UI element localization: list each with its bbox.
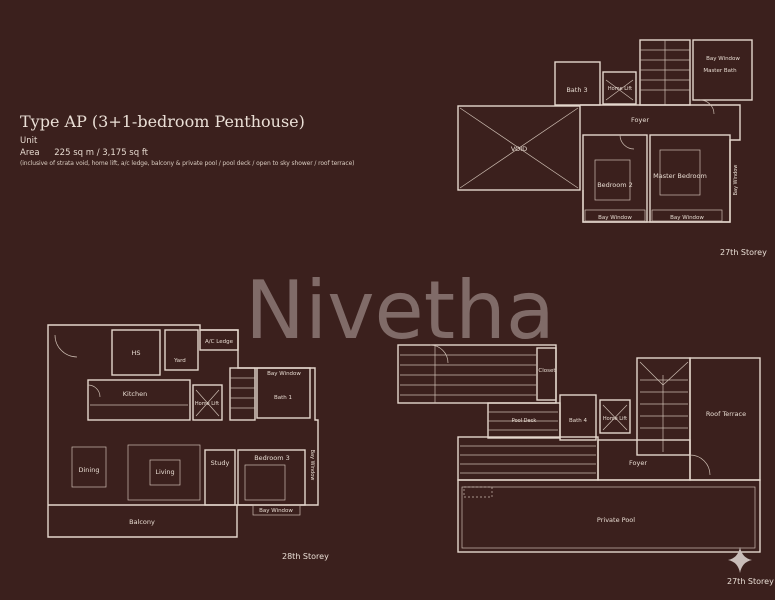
bath-1 [256, 367, 311, 419]
bedroom-2-label: Bedroom 2 [597, 181, 633, 189]
roof-terrace [689, 357, 761, 481]
study-label: Study [211, 459, 230, 467]
roof-terrace-label: Roof Terrace [706, 410, 746, 418]
master-bath-label: Master Bath [703, 68, 737, 74]
bath-1-label: Bath 1 [274, 395, 292, 401]
bedroom-3-label: Bedroom 3 [254, 454, 290, 462]
storey-label: 27th Storey [720, 248, 767, 257]
living-furniture [127, 444, 201, 501]
bay-window-label: Bay Window [733, 165, 739, 196]
bay-window-label: Bay Window [706, 56, 740, 62]
home-lift-label: Home Lift [195, 401, 219, 407]
plan-27th-lower: Closet Pool Deck Bath 4 Home Lift Foyer … [397, 344, 774, 586]
master-bath [692, 39, 753, 101]
hs-label: HS [131, 349, 140, 357]
bath-4-label: Bath 4 [569, 418, 588, 424]
stairs-28 [229, 367, 256, 421]
area-row: Area 225 sq m / 3,175 sq ft [20, 148, 148, 158]
home-lift-27l [599, 399, 631, 434]
lower-deck [457, 436, 599, 481]
inclusion-note: (inclusive of strata void, home lift, a/… [20, 160, 355, 167]
master-bedroom [649, 134, 731, 223]
watermark: Nivetha [245, 264, 555, 357]
kitchen [87, 379, 191, 421]
bay-window-label: Bay Window [267, 371, 301, 377]
compass-star-icon [728, 547, 752, 573]
home-lift-label: Home Lift [603, 416, 627, 422]
study [204, 449, 236, 506]
area-value: 225 sq m / 3,175 sq ft [54, 148, 149, 158]
unit-label: Unit [20, 136, 38, 146]
yard [164, 329, 199, 371]
ac-ledge-label: A/C Ledge [205, 339, 234, 345]
foyer-label: Foyer [631, 116, 649, 124]
private-pool-label: Private Pool [597, 516, 635, 524]
bay-window-label: Bay Window [309, 450, 315, 481]
void-label: VOID [511, 145, 527, 153]
yard-label: Yard [173, 358, 186, 364]
pool-deck-label: Pool Deck [512, 418, 537, 424]
private-pool [461, 486, 756, 549]
bay-window-label: Bay Window [598, 215, 632, 221]
ac-ledge [199, 329, 239, 351]
closet-label: Closet [538, 368, 556, 374]
bath-3 [554, 61, 601, 106]
bath-3-label: Bath 3 [566, 86, 587, 94]
dining-table [71, 446, 107, 488]
bedroom-2 [582, 134, 648, 223]
area-label: Area [20, 148, 40, 158]
master-bedroom-label: Master Bedroom [653, 172, 707, 180]
household-shelter [111, 329, 161, 376]
plan-28th: HS A/C Ledge Yard Kitchen Home Lift Bath… [47, 324, 329, 561]
bay-window-label: Bay Window [259, 508, 293, 514]
dining-label: Dining [79, 466, 100, 474]
home-lift-27u [602, 71, 637, 105]
storey-label: 27th Storey [727, 577, 774, 586]
plan-27th-upper: VOID Foyer Bath 3 Home Lift Master Bath … [457, 39, 767, 257]
kitchen-label: Kitchen [123, 390, 147, 398]
home-lift-label: Home Lift [608, 86, 632, 92]
home-lift-28 [192, 384, 223, 421]
unit-type-title: Type AP (3+1-bedroom Penthouse) [20, 112, 305, 131]
void-outline [457, 105, 581, 191]
foyer-label: Foyer [629, 459, 647, 467]
storey-label: 28th Storey [282, 552, 329, 561]
bay-window-label: Bay Window [670, 215, 704, 221]
closet [536, 347, 557, 401]
bath-4 [559, 394, 597, 441]
living-label: Living [155, 468, 174, 476]
balcony-label: Balcony [129, 518, 155, 526]
pool-outline [457, 479, 761, 553]
